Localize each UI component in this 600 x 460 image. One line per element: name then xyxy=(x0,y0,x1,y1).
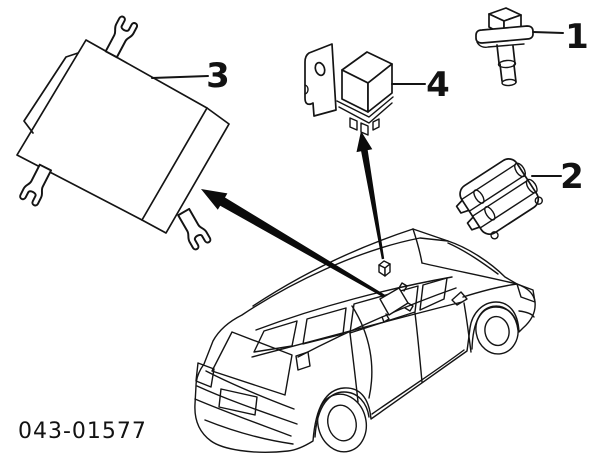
coil-pack-tower-1 xyxy=(514,162,526,178)
coil-pack-tower-2 xyxy=(525,178,538,194)
car-front-door-window xyxy=(349,285,419,334)
coil-pack-nub-2 xyxy=(466,216,481,231)
car-mirror xyxy=(451,291,468,306)
coil-pack-barrel-lines xyxy=(460,163,535,229)
callout-label-3: 3 xyxy=(206,56,230,96)
figure-code: 043-01577 xyxy=(18,419,147,444)
relay-terminal-3 xyxy=(372,118,380,131)
relay-right-face xyxy=(367,63,393,113)
coil-pack-body xyxy=(459,158,540,236)
car-illustration xyxy=(194,228,536,453)
rear-wheel-inner xyxy=(327,404,357,442)
car-rear-door-window xyxy=(302,307,347,345)
module-right-bracket xyxy=(174,206,213,252)
car-bumper-bottom-line xyxy=(204,419,294,445)
relay-location-marker xyxy=(378,260,391,277)
car-near-a-pillar-inner xyxy=(447,242,499,275)
coil-pack-collar-2 xyxy=(484,206,496,221)
car-license-plate xyxy=(218,388,258,416)
coil-flange xyxy=(475,25,534,44)
coil-shaft-joint xyxy=(497,59,517,69)
car-cowl-line xyxy=(421,262,518,285)
car-front-bumper-line xyxy=(518,310,535,318)
callout-label-4: 4 xyxy=(426,65,450,105)
car-front-vent-window xyxy=(419,277,448,311)
module-location-marker xyxy=(379,282,414,323)
front-wheel-outer xyxy=(475,305,519,355)
relay-bracket-hole xyxy=(314,61,326,77)
coil-shaft-upper xyxy=(496,44,516,65)
part-relay xyxy=(304,43,394,136)
coil-pack-collar-1 xyxy=(473,189,485,204)
coil-pack-ear-2 xyxy=(490,231,499,240)
relay-terminal-2 xyxy=(360,122,369,136)
arrow-to-relay xyxy=(356,131,385,260)
part-engine-control-module xyxy=(16,14,230,252)
relay-base-flange-1 xyxy=(336,96,394,118)
relay-bracket-notch xyxy=(304,84,309,95)
module-top-bracket xyxy=(101,14,140,60)
car-body-outline xyxy=(194,237,536,453)
front-arch-lip xyxy=(471,306,519,350)
car-bumper-top-line xyxy=(196,385,298,425)
part-ignition-coil xyxy=(475,7,534,87)
car-rocker-accent xyxy=(371,349,465,415)
module-main-face xyxy=(16,39,208,221)
arrow-to-control-module xyxy=(201,189,385,298)
car-hatch-seam xyxy=(205,370,295,410)
relay-bracket xyxy=(304,43,337,117)
rear-arch-lip xyxy=(314,391,370,438)
car-right-taillight xyxy=(295,351,311,371)
car-left-taillight xyxy=(195,362,215,388)
car-fender-door-seam xyxy=(463,302,472,353)
coil-flange-thickness xyxy=(476,41,525,48)
module-left-bracket xyxy=(18,162,56,208)
callout-label-1: 1 xyxy=(565,17,589,57)
car-rear-door-line xyxy=(349,332,359,403)
car-windshield-header xyxy=(412,228,449,242)
callout-line-1 xyxy=(532,31,564,34)
module-flange xyxy=(23,52,79,134)
rear-wheel-outer xyxy=(316,393,368,453)
coil-pack-ear-1 xyxy=(534,196,543,205)
car-fender-top-line xyxy=(462,283,518,298)
front-wheel-inner xyxy=(484,315,510,347)
coil-shaft-lower xyxy=(499,63,517,83)
car-drip-rail xyxy=(255,276,453,331)
coil-pack-nub-1 xyxy=(455,199,470,214)
car-headlight xyxy=(516,283,536,303)
relay-terminal-1 xyxy=(349,117,358,131)
car-beltline xyxy=(251,301,463,358)
car-interior-line xyxy=(351,305,373,399)
car-rear-window xyxy=(211,331,293,396)
car-quarter-window xyxy=(253,320,298,353)
car-far-a-pillar xyxy=(412,228,423,264)
coil-shaft-tip xyxy=(501,78,517,87)
callout-line-3 xyxy=(151,75,209,79)
relay-base-flange-2 xyxy=(338,102,393,124)
car-front-door-line xyxy=(414,312,423,383)
callout-label-2: 2 xyxy=(560,157,584,197)
car-bumper-mid-line xyxy=(194,398,292,437)
module-side-band xyxy=(141,107,230,234)
car-far-beltline xyxy=(297,287,457,358)
part-coil-pack xyxy=(455,158,543,240)
